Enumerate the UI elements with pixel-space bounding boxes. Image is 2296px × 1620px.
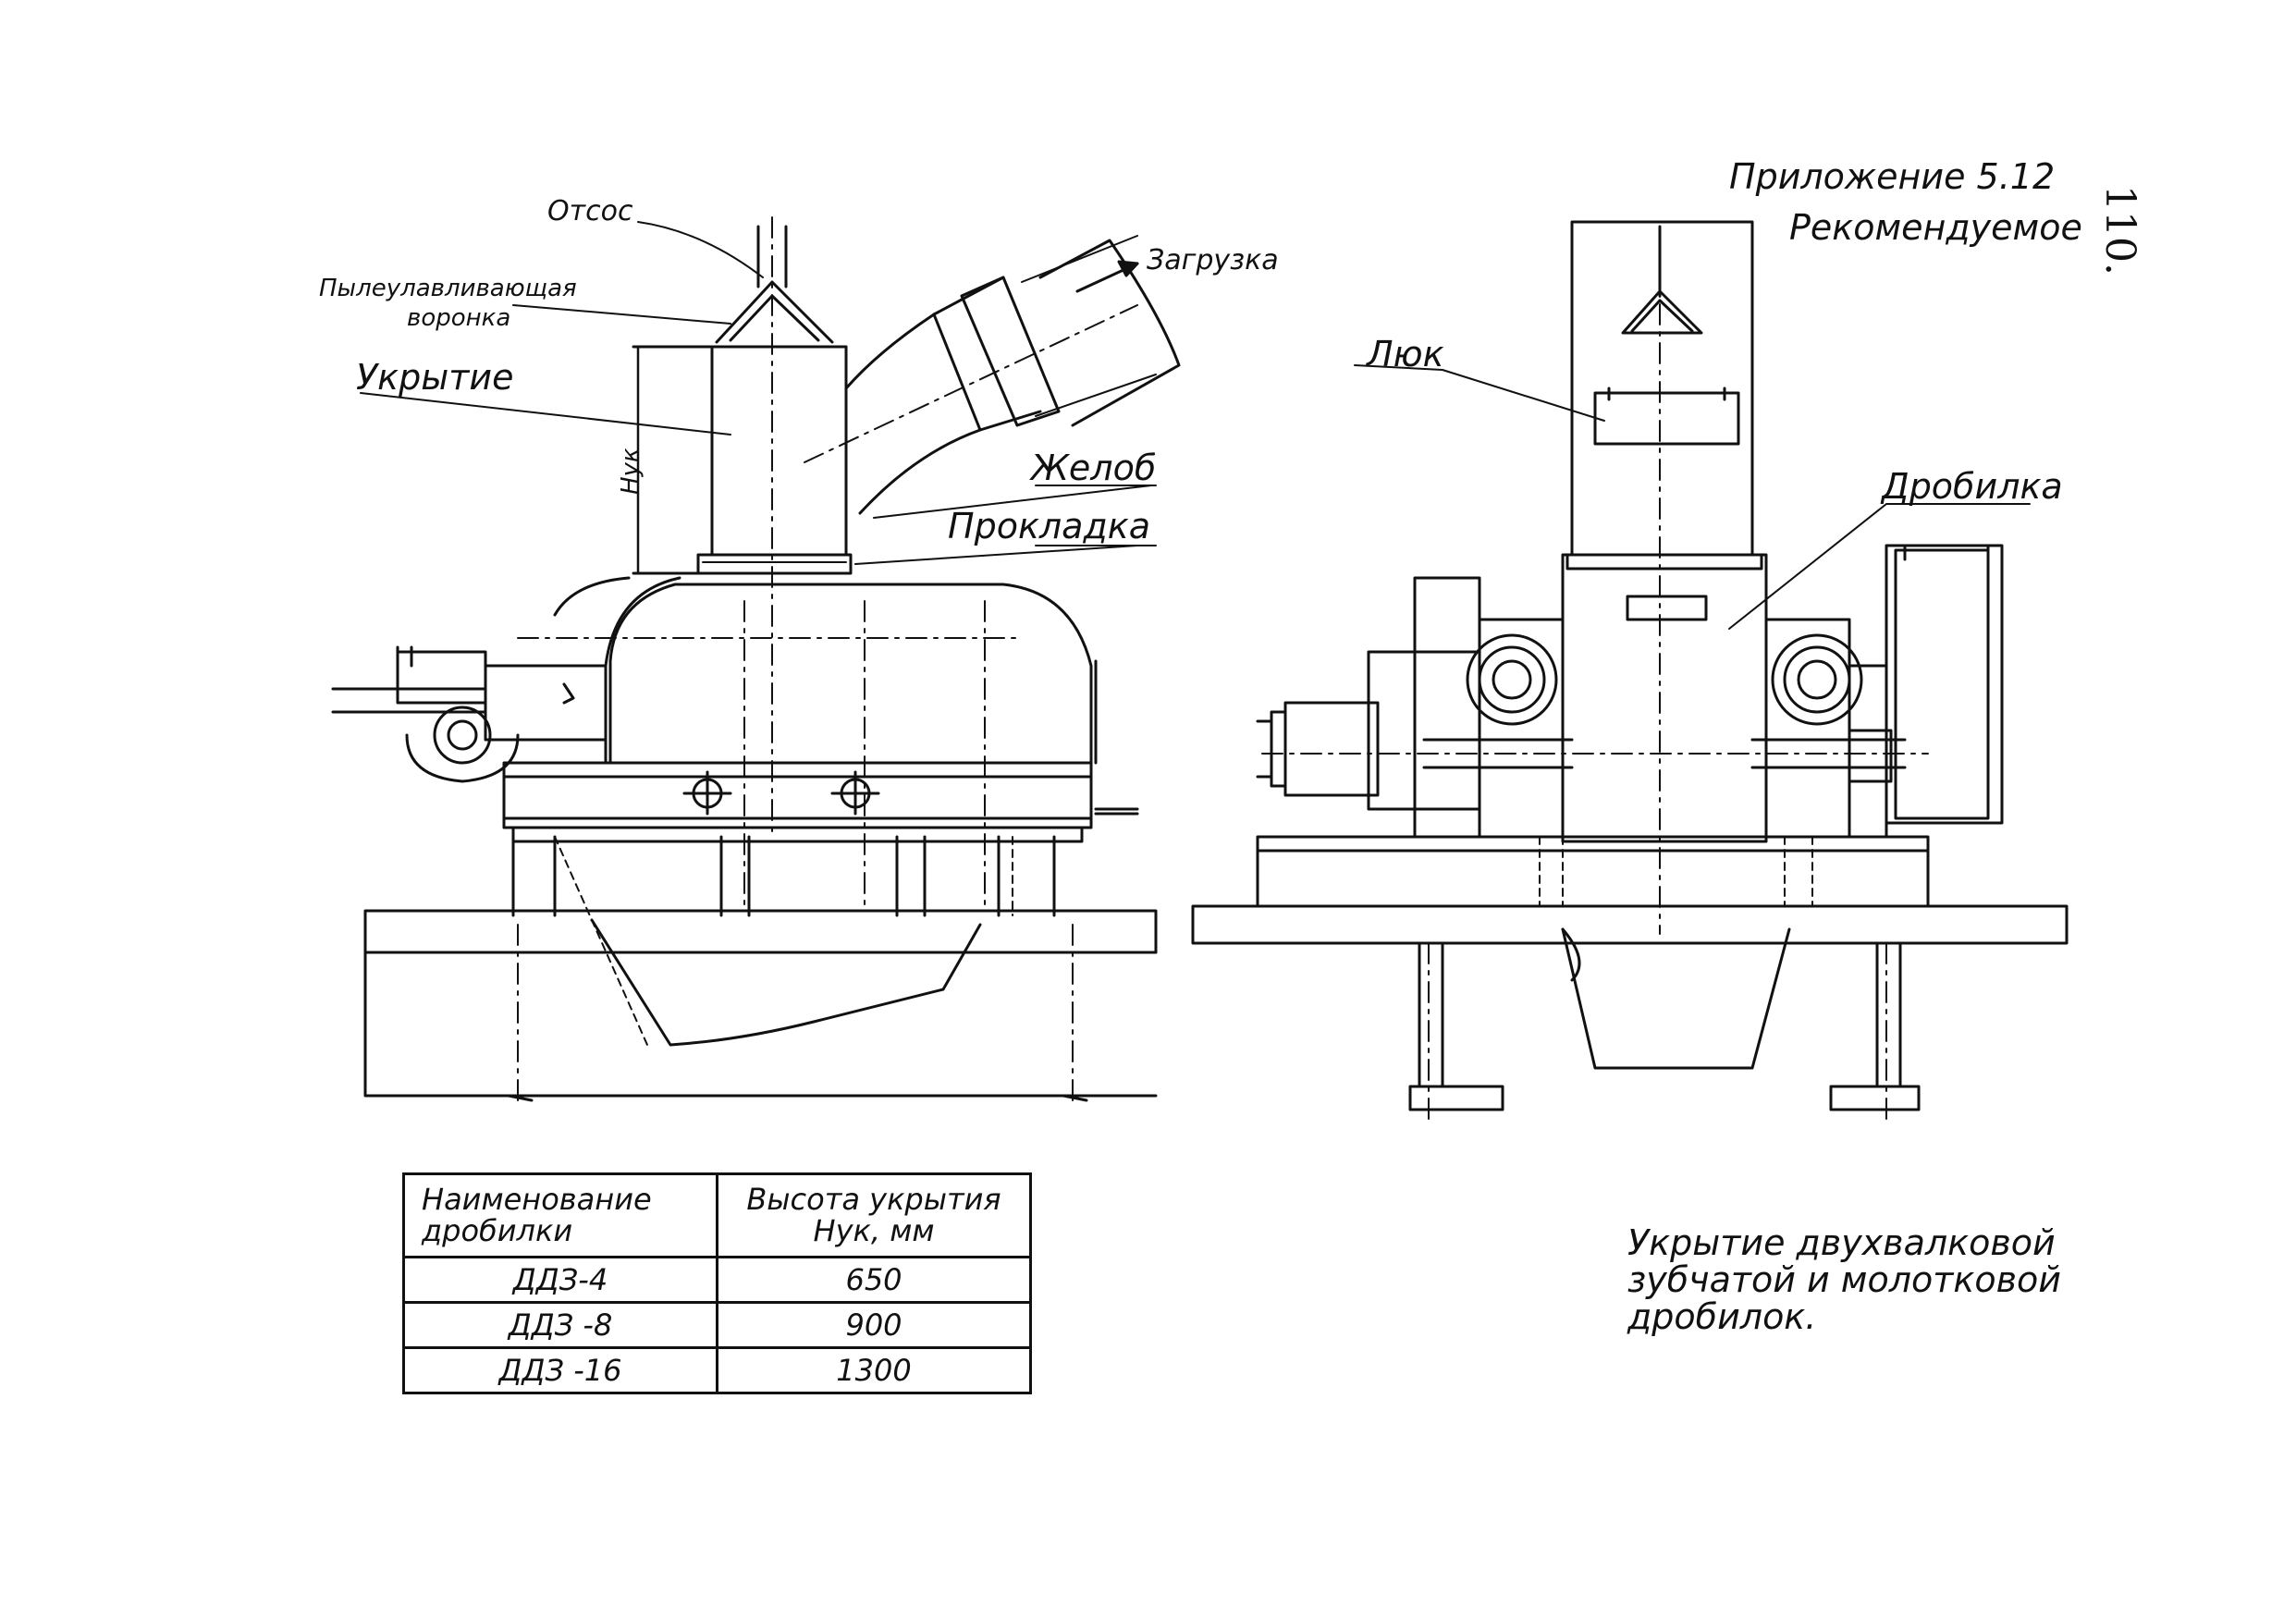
left-dust-funnel: [715, 280, 834, 344]
table-header-name: Наименование дробилки: [402, 1172, 718, 1259]
label-cover: Укрытие: [356, 357, 514, 398]
caption-line2: зубчатой и молотковой: [1627, 1258, 2061, 1300]
right-floor-beam: [1191, 904, 2069, 945]
right-view: [1191, 220, 2069, 1120]
left-chute: [844, 313, 982, 515]
table-cell-name: ДДЗ-4: [402, 1256, 718, 1305]
label-dust-funnel-line1: Пылеулавливающая: [319, 275, 577, 302]
left-crusher-housing: [608, 583, 1093, 765]
table-cell-height: 900: [716, 1301, 1032, 1350]
table-header-row: Наименование дробилки Высота укрытия Нук…: [402, 1172, 1032, 1259]
header-height-line1: Высота укрытия: [746, 1182, 1001, 1217]
label-dust-funnel-line2: воронка: [407, 304, 511, 332]
header-name-line1: Наименование: [422, 1182, 652, 1217]
left-view: [331, 216, 1181, 1106]
appendix-status: Рекомендуемое: [1789, 207, 2082, 248]
left-floor-beam-lower: [363, 951, 1158, 1098]
table-cell-name: ДДЗ -16: [402, 1346, 718, 1395]
table-cell-height: 650: [716, 1256, 1032, 1305]
table-cell-height: 1300: [716, 1346, 1032, 1395]
label-loading: Загрузка: [1147, 244, 1279, 276]
label-height-dim: Нук: [617, 448, 645, 495]
right-column: [1570, 220, 1754, 557]
left-frame-base: [502, 761, 1093, 829]
header-name-line2: дробилки: [422, 1212, 573, 1248]
right-hopper: [1561, 927, 1791, 1070]
right-hatch: [1593, 391, 1740, 446]
table-row: ДДЗ -8 900: [402, 1301, 1032, 1350]
left-hopper: [590, 918, 982, 1047]
label-gasket: Прокладка: [948, 506, 1150, 546]
appendix-title: Приложение 5.12: [1729, 156, 2056, 197]
table-header-height: Высота укрытия Нук, мм: [716, 1172, 1032, 1259]
label-chute: Желоб: [1031, 448, 1157, 488]
label-hatch: Люк: [1367, 334, 1444, 374]
left-cover: [710, 345, 848, 557]
left-suction-pipe: [756, 225, 788, 288]
label-suction: Отсос: [547, 195, 633, 227]
table-cell-name: ДДЗ -8: [402, 1301, 718, 1350]
drawing-caption: Укрытие двухвалковой зубчатой и молотков…: [1627, 1222, 2061, 1337]
table-row: ДДЗ -16 1300: [402, 1346, 1032, 1395]
caption-line3: дробилок.: [1627, 1295, 1817, 1337]
left-floor-beam-top: [363, 909, 1158, 954]
table-row: ДДЗ-4 650: [402, 1256, 1032, 1305]
label-crusher: Дробилка: [1882, 466, 2063, 507]
page-number: 110.: [2096, 185, 2143, 276]
header-height-line2: Нук, мм: [813, 1212, 935, 1248]
caption-line1: Укрытие двухвалковой: [1627, 1222, 2056, 1263]
crusher-height-table: Наименование дробилки Высота укрытия Нук…: [402, 1172, 1032, 1395]
